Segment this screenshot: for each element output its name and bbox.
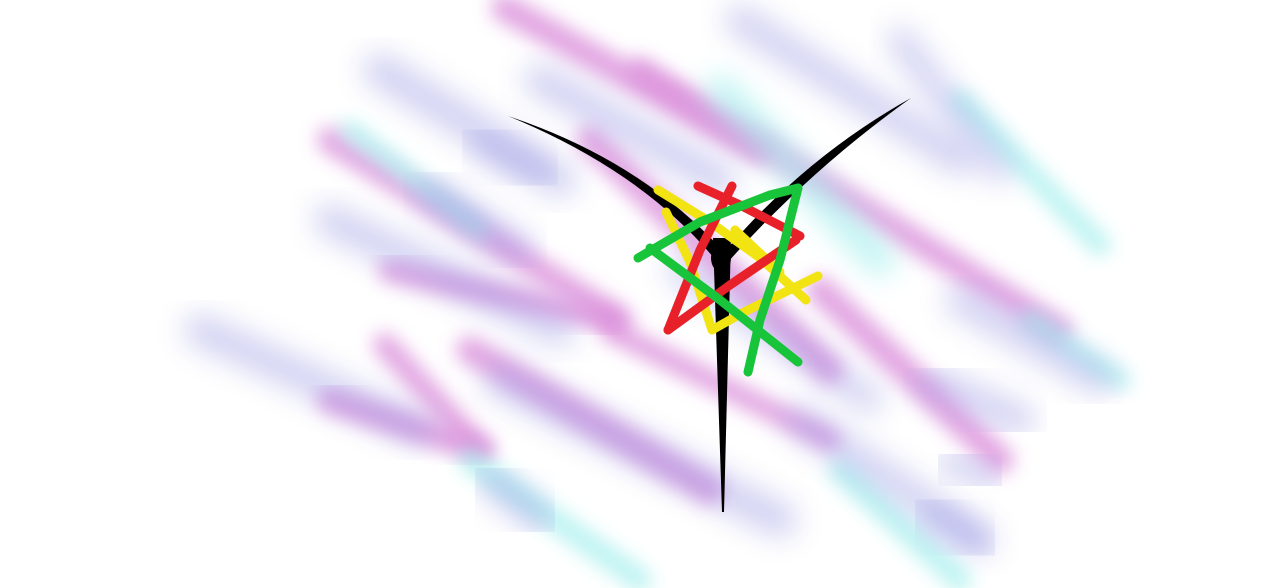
blue-streak (937, 447, 1003, 493)
blue-streak (184, 314, 436, 446)
magenta-streak (806, 276, 1014, 474)
yellow-stroke (730, 225, 785, 277)
yellow-stroke (653, 185, 811, 305)
blue-streak (915, 365, 1035, 435)
blue-streak (465, 125, 555, 190)
blue-streak (725, 5, 975, 175)
cyan-streak (828, 458, 972, 588)
green-stroke (633, 183, 803, 263)
green-stroke (743, 183, 803, 377)
blue-streak (887, 27, 1013, 183)
black-stroke-knot (711, 244, 731, 272)
blue-streak (415, 175, 535, 265)
cyan-streak (705, 75, 895, 275)
red-stroke (663, 235, 801, 335)
colored-marker-strokes (633, 181, 823, 377)
magenta-streak (373, 333, 492, 462)
magenta-streak (627, 57, 1073, 343)
blue-streak (475, 465, 555, 535)
blue-streak (314, 204, 576, 346)
green-stroke (645, 243, 803, 367)
blue-streak (945, 285, 1115, 395)
blue-streak (483, 363, 797, 537)
cyan-streak (949, 89, 1111, 256)
blue-streak (524, 64, 736, 196)
blue-streak (915, 495, 995, 560)
red-stroke (663, 181, 737, 335)
